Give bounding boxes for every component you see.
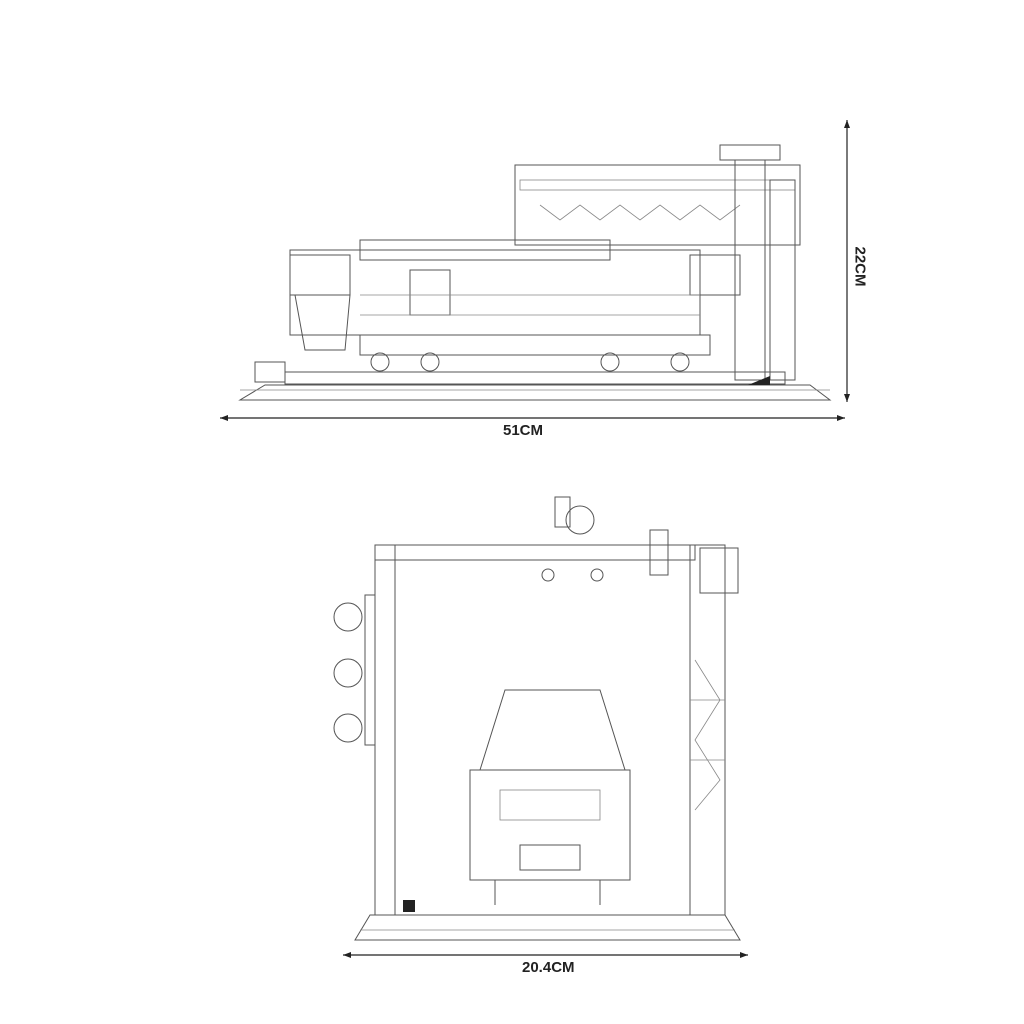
side-view-drawing	[238, 144, 832, 401]
side-height-label: 22CM	[851, 246, 869, 287]
height-dimension-side	[844, 120, 850, 402]
width-dimension-side	[220, 415, 845, 421]
width-dimension-front	[343, 952, 748, 958]
front-width-label: 20.4CM	[522, 959, 575, 976]
side-width-label: 51CM	[503, 422, 544, 439]
front-view-drawing	[333, 496, 741, 941]
